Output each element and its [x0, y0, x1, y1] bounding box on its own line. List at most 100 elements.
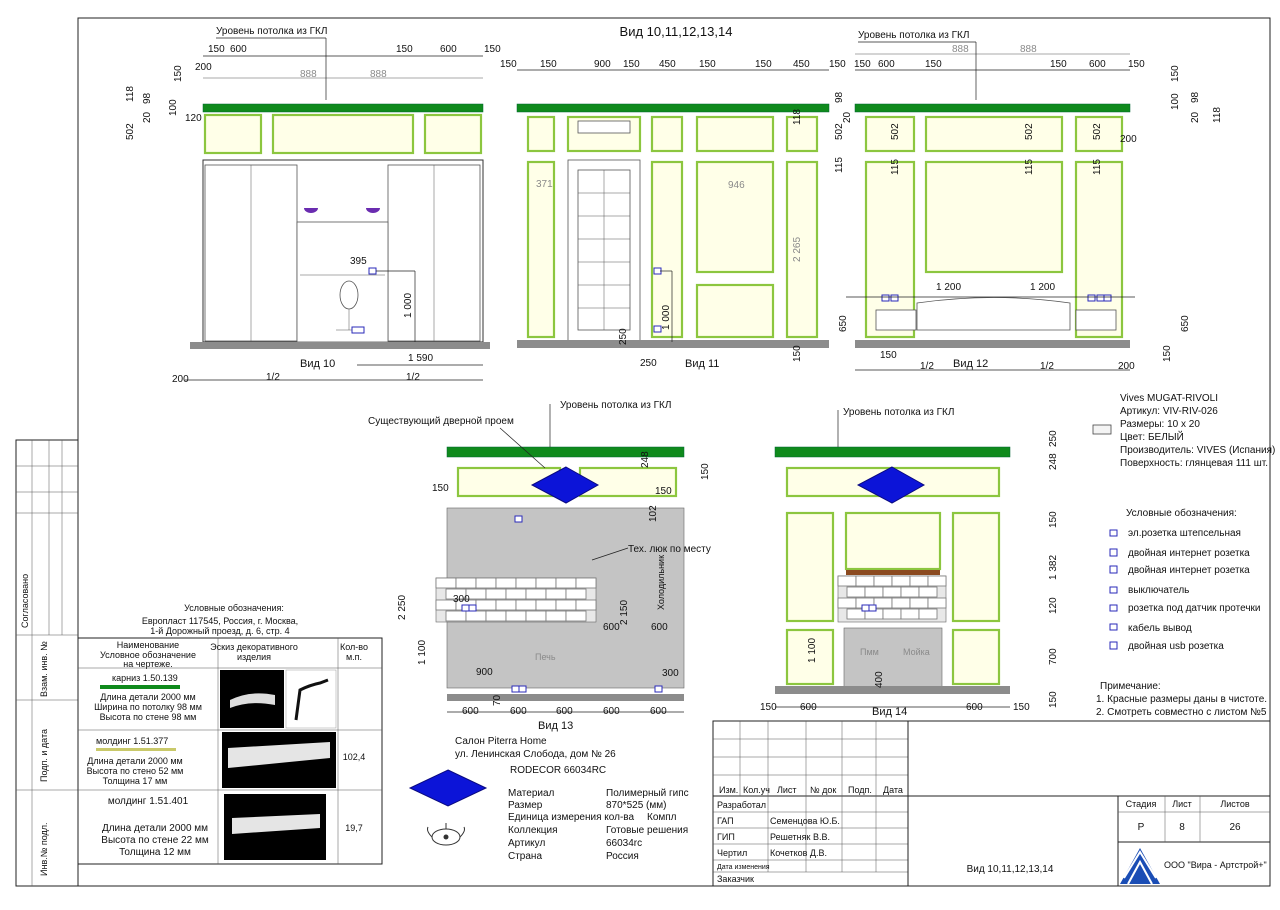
legend-item: двойная интернет розетка [1128, 565, 1250, 576]
dim-600: 600 [1089, 59, 1106, 70]
ceiling-label-v10: Уровень потолка из ГКЛ [216, 26, 327, 37]
dim-200: 200 [1118, 361, 1135, 372]
view-12-label: Вид 12 [953, 358, 988, 370]
dim-100: 100 [1170, 93, 1181, 110]
dim-98: 98 [834, 91, 845, 103]
dim-150: 150 [1048, 691, 1059, 708]
legend-item: розетка под датчик протечки [1128, 603, 1261, 614]
dim-115: 115 [1092, 159, 1103, 175]
stamp-replace-inv: Взам. инв. № [39, 641, 49, 697]
dim-900: 900 [476, 667, 493, 678]
tb-stage-header: Стадия [1126, 799, 1157, 809]
tb-person: Кочетков Д.В. [770, 848, 827, 858]
rodecor-diamond-v14 [856, 466, 926, 504]
tb-header: Дата [883, 785, 903, 795]
dim-371: 371 [536, 179, 553, 190]
stamp-agreed: Согласовано [20, 574, 30, 628]
vives-line: Vives MUGAT-RIVOLI [1120, 393, 1218, 404]
prop-value: Компл [647, 812, 677, 823]
dim-300: 300 [662, 668, 679, 679]
dim-120: 120 [1048, 597, 1059, 614]
tb-role: Чертил [717, 848, 747, 858]
tb-person: Семенцова Ю.Б. [770, 816, 840, 826]
dim-150: 150 [760, 702, 777, 713]
dim-150: 150 [396, 44, 413, 55]
prop-key: Артикул [508, 838, 545, 849]
dim-150: 150 [792, 345, 803, 362]
dim-102: 102 [648, 505, 659, 522]
cornice-v13 [446, 446, 685, 458]
col-header: м.п. [346, 652, 362, 662]
ornament-icon [427, 823, 465, 846]
switch-icon [1109, 586, 1118, 594]
dim-888: 888 [952, 44, 969, 55]
dim-1000: 1 000 [661, 305, 672, 330]
dim-502: 502 [125, 123, 136, 140]
cornice-v10 [202, 103, 484, 113]
table-row-line: Длина детали 2000 мм [87, 756, 183, 766]
view-11-label: Вид 11 [685, 358, 719, 370]
tb-header: Кол.уч [743, 785, 770, 795]
cornice-v12 [854, 103, 1131, 113]
col-header: изделия [237, 652, 271, 662]
half-mark: 1/2 [266, 372, 280, 383]
salon-address: ул. Ленинская Слобода, дом № 26 [455, 748, 616, 760]
tb-person: Решетняк В.В. [770, 832, 830, 842]
dim-118: 118 [1212, 107, 1223, 123]
tech-hatch-label: Тех. люк по месту [628, 544, 711, 555]
prop-value: Полимерный гипс [606, 788, 689, 799]
note-2: 2. Смотреть совместно с листом №5 [1096, 707, 1267, 718]
prop-value: 870*525 (мм) [606, 800, 666, 811]
salon-name: Салон Piterra Home [455, 736, 547, 747]
prop-value: 66034rc [606, 838, 642, 849]
dim-150: 150 [1162, 345, 1173, 362]
dim-150: 150 [1050, 59, 1067, 70]
view-10-label: Вид 10 [300, 358, 335, 370]
dim-150: 150 [755, 59, 772, 70]
notes-title: Примечание: [1100, 681, 1161, 692]
usb-socket-icon [1109, 641, 1118, 650]
legend-item: эл.розетка штепсельная [1128, 528, 1241, 539]
dim-20: 20 [842, 111, 853, 123]
dim-150: 150 [500, 59, 517, 70]
dim-150: 150 [829, 59, 846, 70]
dim-502: 502 [890, 123, 901, 140]
tb-role: Заказчик [717, 874, 754, 884]
internet-socket-icon [1109, 548, 1118, 557]
dim-650: 650 [1180, 315, 1191, 332]
note-1: 1. Красные размеры даны в чистоте. [1096, 694, 1267, 705]
ceiling-label-v12: Уровень потолка из ГКЛ [858, 30, 969, 41]
table-row-name: молдинг 1.51.377 [96, 736, 168, 746]
tb-lists: 26 [1229, 822, 1241, 833]
table-row-line: Длина детали 2000 мм [102, 823, 208, 834]
dishwasher-label: Пмм [860, 647, 879, 657]
prop-key: Страна [508, 851, 542, 862]
dim-250: 250 [618, 328, 629, 345]
europlast-addr: 1-й Дорожный проезд, д. 6, стр. 4 [150, 626, 289, 636]
rodecor-code: RODECOR 66034RC [510, 765, 606, 776]
dim-150: 150 [208, 44, 225, 55]
tb-header: № док [810, 785, 836, 795]
view-10: 150 600 150 600 150 200 888 888 Уровень … [125, 26, 501, 385]
tb-role: Дата изменения [717, 864, 770, 871]
socket-icon [1109, 529, 1118, 537]
dim-1100: 1 100 [807, 638, 818, 663]
dim-650: 650 [838, 315, 849, 332]
table-row-line: Толщина 17 мм [103, 776, 168, 786]
fridge-label: Холодильник [656, 555, 666, 610]
internet-socket-icon [1109, 565, 1118, 574]
dim-1382: 1 382 [1048, 555, 1059, 580]
oven-label: Печь [535, 652, 556, 662]
ceiling-label-v13: Уровень потолка из ГКЛ [560, 400, 671, 411]
company-logo [1120, 848, 1160, 885]
dim-115: 115 [834, 157, 845, 173]
table-row-line: Толщина 12 мм [119, 847, 191, 858]
dim-150: 150 [540, 59, 557, 70]
side-stamp: Согласовано Взам. инв. № Подп. и дата Ин… [15, 439, 79, 887]
europlast-addr: Европласт 117545, Россия, г. Москва, [142, 616, 298, 626]
dim-1590: 1 590 [408, 353, 433, 364]
table-row-line: Высота по стено 52 мм [87, 766, 184, 776]
dim-1100: 1 100 [417, 640, 428, 665]
symbol-legend: Условные обозначения: эл.розетка штепсел… [1109, 507, 1261, 652]
